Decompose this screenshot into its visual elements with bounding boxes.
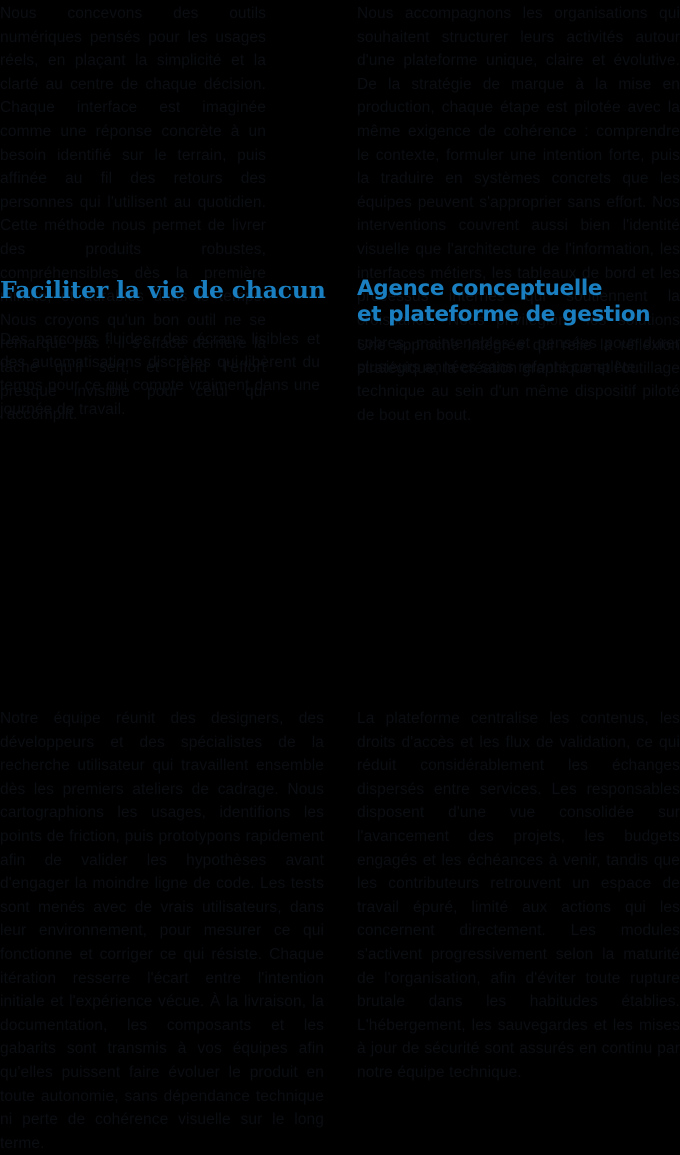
right-bottom-text-block: La plateforme centralise les contenus, l… bbox=[357, 707, 680, 1085]
left-bottom-text-block: Notre équipe réunit des designers, des d… bbox=[0, 707, 324, 1155]
left-top-text-block: Nous concevons des outils numériques pen… bbox=[0, 2, 266, 427]
right-heading: Agence conceptuelle et plateforme de ges… bbox=[357, 276, 651, 327]
right-top-text-block: Nous accompagnons les organisations qui … bbox=[357, 2, 680, 380]
right-top-paragraph: Nous accompagnons les organisations qui … bbox=[357, 5, 680, 376]
right-bottom-paragraph: La plateforme centralise les contenus, l… bbox=[357, 710, 680, 1081]
right-lede-text-block: Une approche intégrée qui relie la réfle… bbox=[357, 334, 680, 427]
column-right: Nous accompagnons les organisations qui … bbox=[357, 0, 680, 1081]
column-left: Nous concevons des outils numériques pen… bbox=[0, 0, 326, 1152]
left-heading: Faciliter la vie de chacun bbox=[0, 276, 326, 304]
left-top-paragraph: Nous concevons des outils numériques pen… bbox=[0, 5, 266, 424]
left-bottom-paragraph: Notre équipe réunit des designers, des d… bbox=[0, 710, 324, 1152]
left-lede-paragraph: Des parcours fluides, des écrans lisible… bbox=[0, 331, 320, 418]
right-lede-paragraph: Une approche intégrée qui relie la réfle… bbox=[357, 337, 680, 424]
left-lede-text-block: Des parcours fluides, des écrans lisible… bbox=[0, 328, 320, 421]
